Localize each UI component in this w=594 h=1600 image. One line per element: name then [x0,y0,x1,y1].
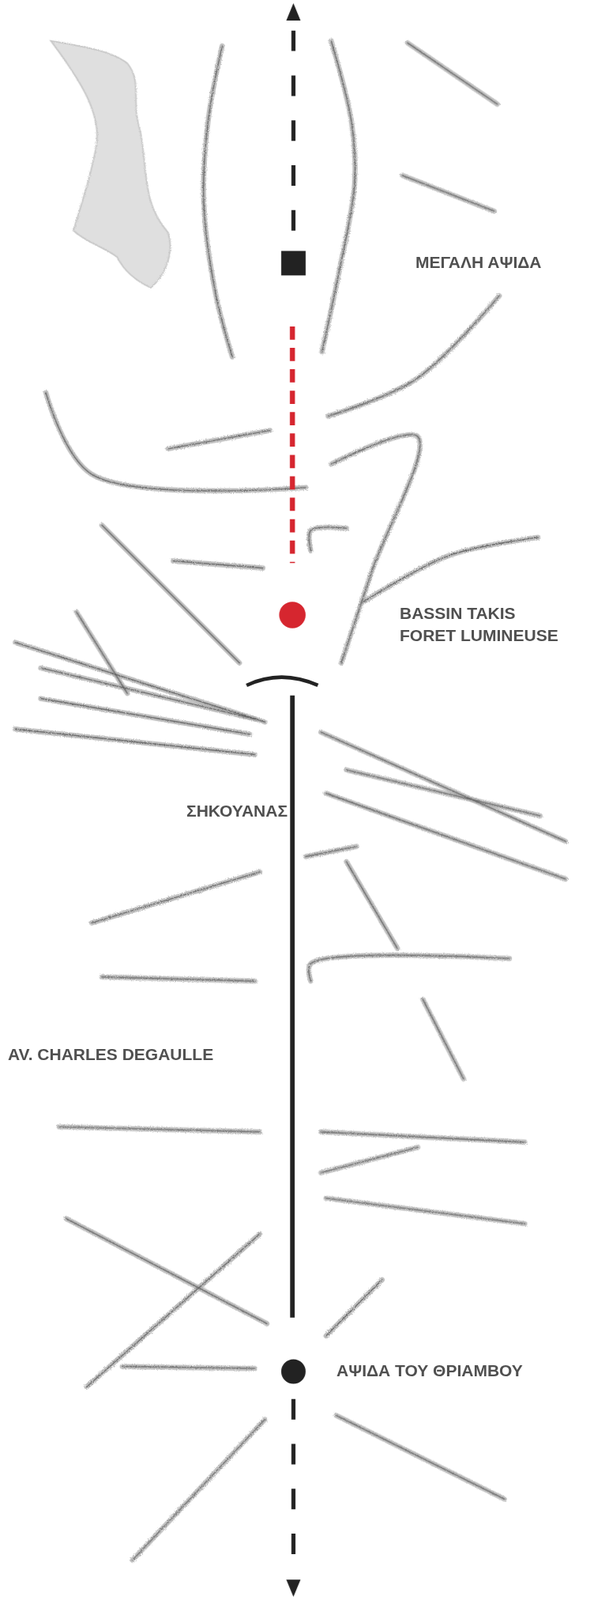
pencil-stroke [363,537,538,602]
pencil-stroke [363,537,538,602]
pencil-stroke [322,41,356,352]
pencil-stroke [346,860,398,948]
pencil-stroke [15,728,255,754]
place-label: ΑΨΙΔΑ ΤΟΥ ΘΡΙΑΜΒΟΥ [336,1358,523,1381]
pencil-stroke [320,1146,418,1172]
pencil-stroke [322,41,356,352]
pencil-stroke [336,1413,505,1498]
pencil-stroke [320,1146,418,1172]
pencil-stroke [41,667,256,719]
grande-arche-square [281,250,306,275]
pencil-stroke [308,954,510,981]
pencil-stroke [402,175,495,211]
pencil-stroke [308,526,346,551]
pencil-stroke [203,45,234,357]
pencil-stroke [41,698,250,734]
pencil-stroke [172,560,264,568]
pencil-stroke [122,1365,256,1369]
pencil-stroke [308,526,346,551]
axis-red-dashed [289,326,295,563]
axis-dashed [291,30,296,237]
pencil-stroke [326,1278,383,1335]
pencil-stroke [407,42,498,104]
pencil-stroke [76,611,128,693]
axis-arrowhead [285,3,301,21]
pencil-stroke [402,175,495,211]
pencil-stroke [101,976,255,981]
pencil-stroke [320,731,566,841]
pencil-stroke [86,1233,260,1386]
pencil-stroke [172,560,264,568]
pencil-stroke [326,1278,383,1335]
pencil-stroke [320,1131,525,1142]
bassin-dot [278,601,306,628]
pencil-stroke [15,642,265,722]
pencil-stroke [91,871,260,922]
pencil-stroke [327,295,500,416]
arc-mark [246,676,318,685]
pencil-stroke [15,642,265,722]
pencil-stroke [203,45,234,357]
pencil-stroke [66,1217,267,1323]
pencil-stroke [336,1413,505,1498]
pencil-stroke [15,728,255,754]
pencil-stroke [41,698,250,734]
pencil-stroke [59,1125,260,1131]
building-shading [50,41,170,288]
pencil-stroke [132,1418,266,1560]
pencil-stroke [101,524,240,662]
axis-solid [289,695,295,1317]
pencil-stroke [86,1233,260,1386]
arc-triomphe-dot [281,1357,306,1383]
pencil-stroke [132,1418,266,1560]
pencil-stroke [101,976,255,981]
pencil-stroke [422,998,464,1079]
place-label: ΣΗΚΟΥΑΝΑΣ [186,799,288,822]
pencil-stroke [326,793,566,879]
pencil-stroke [66,1217,267,1323]
pencil-stroke [168,429,271,448]
pencil-stroke [168,429,271,448]
street-label: AV. CHARLES DEGAULLE [7,1042,214,1065]
pencil-stroke [320,1131,525,1142]
pencil-stroke [326,793,566,879]
axis-arrowhead [285,1578,301,1596]
pencil-stroke [76,611,128,693]
pencil-stroke [305,845,357,857]
place-label: BASSIN TAKIS FORET LUMINEUSE [399,601,569,647]
axis-dashed [291,1398,296,1578]
pencil-stroke [91,871,260,922]
pencil-stroke [101,524,240,662]
pencil-stroke [45,392,306,491]
pencil-stroke [327,295,500,416]
pencil-stroke [326,1197,526,1223]
pencil-stroke [45,392,306,491]
pencil-stroke [407,42,498,104]
pencil-stroke [41,667,256,719]
pencil-strokes [15,41,566,1560]
pencil-stroke [326,1197,526,1223]
pencil-stroke [346,860,398,948]
pencil-stroke [122,1365,256,1369]
pencil-stroke [59,1125,260,1131]
pencil-stroke [422,998,464,1079]
place-label: ΜΕΓΑΛΗ ΑΨΙΔΑ [415,251,542,274]
pencil-stroke [308,954,510,981]
pencil-stroke [346,769,541,816]
pencil-stroke [320,731,566,841]
pencil-stroke [305,845,357,857]
